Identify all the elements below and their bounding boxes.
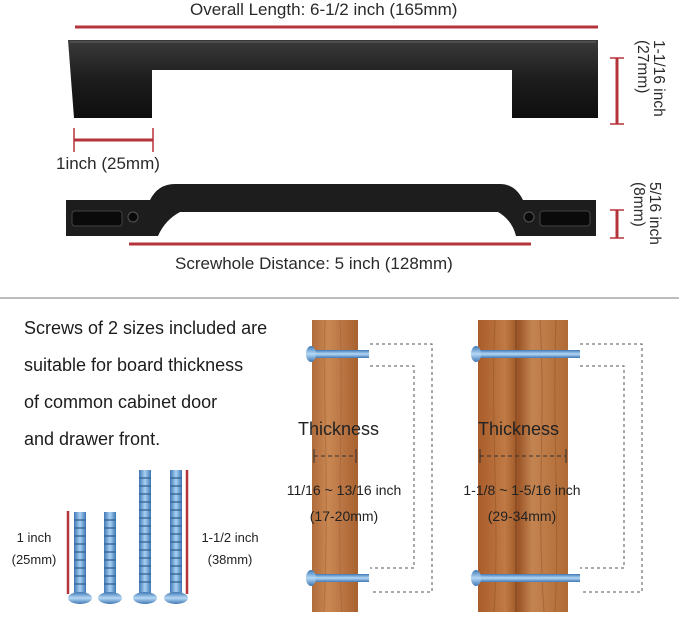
screw-long-2 [164,470,188,604]
wood-board-thick [478,320,568,612]
screw-short-1 [68,512,92,604]
board-thin-screw-bottom [306,570,369,586]
board-thin-screw-top [306,346,369,362]
screw-short-2 [98,512,122,604]
screw-slot-right [539,210,591,227]
depth-label-line1: 5/16 inch [646,182,663,245]
long-screw-label-line2: (38mm) [207,552,253,567]
wood-board-thin [312,320,358,612]
board-thick-thickness-label: Thickness [478,419,560,439]
screw-hole-right [523,211,535,223]
board-thin-thickness-label: Thickness [298,419,380,439]
handle-front-view [68,40,598,118]
description-line-2: suitable for board thickness [24,355,244,375]
handle-side-view [66,184,596,236]
board-thick-screw-bottom [471,570,580,586]
long-screw-label: 1-1/2 inch (38mm) [196,527,264,571]
description-line-4: and drawer front. [24,429,161,449]
height-label-line1: 1-1/16 inch [650,40,667,117]
screw-hole-left [127,211,139,223]
depth-label: 5/16 inch (8mm) [630,182,663,245]
board-thin-handle-outline [370,343,433,593]
short-screw-label-line1: 1 inch [16,530,52,545]
board-thin-range-inch: 11/16 ~ 13/16 inch [286,482,402,498]
depth-label-line2: (8mm) [630,182,647,227]
screw-long-1 [133,470,157,604]
board-thick-range-inch: 1-1/8 ~ 1-5/16 inch [463,482,581,498]
board-thin-handle-inner [370,365,415,569]
description-line-1: Screws of 2 sizes included are [24,318,268,338]
description-line-3: of common cabinet door [24,392,218,412]
height-label: 1-1/16 inch (27mm) [634,40,667,117]
board-thick-range-mm: (29-34mm) [487,508,557,524]
foot-width-label: 1inch (25mm) [56,154,160,173]
screw-slot-left [71,210,123,227]
long-screw-label-line1: 1-1/2 inch [201,530,259,545]
screwhole-distance-label: Screwhole Distance: 5 inch (128mm) [175,254,453,273]
height-label-line2: (27mm) [634,40,651,94]
board-thick-screw-top [471,346,580,362]
short-screw-label-line2: (25mm) [11,552,57,567]
board-thin-range-mm: (17-20mm) [309,508,379,524]
board-thick-handle-outline [580,343,643,593]
board-thick-handle-inner [580,365,625,569]
screw-description: Screws of 2 sizes included are suitable … [24,313,267,454]
short-screw-label: 1 inch (25mm) [8,527,60,571]
overall-length-label: Overall Length: 6-1/2 inch (165mm) [190,0,458,19]
